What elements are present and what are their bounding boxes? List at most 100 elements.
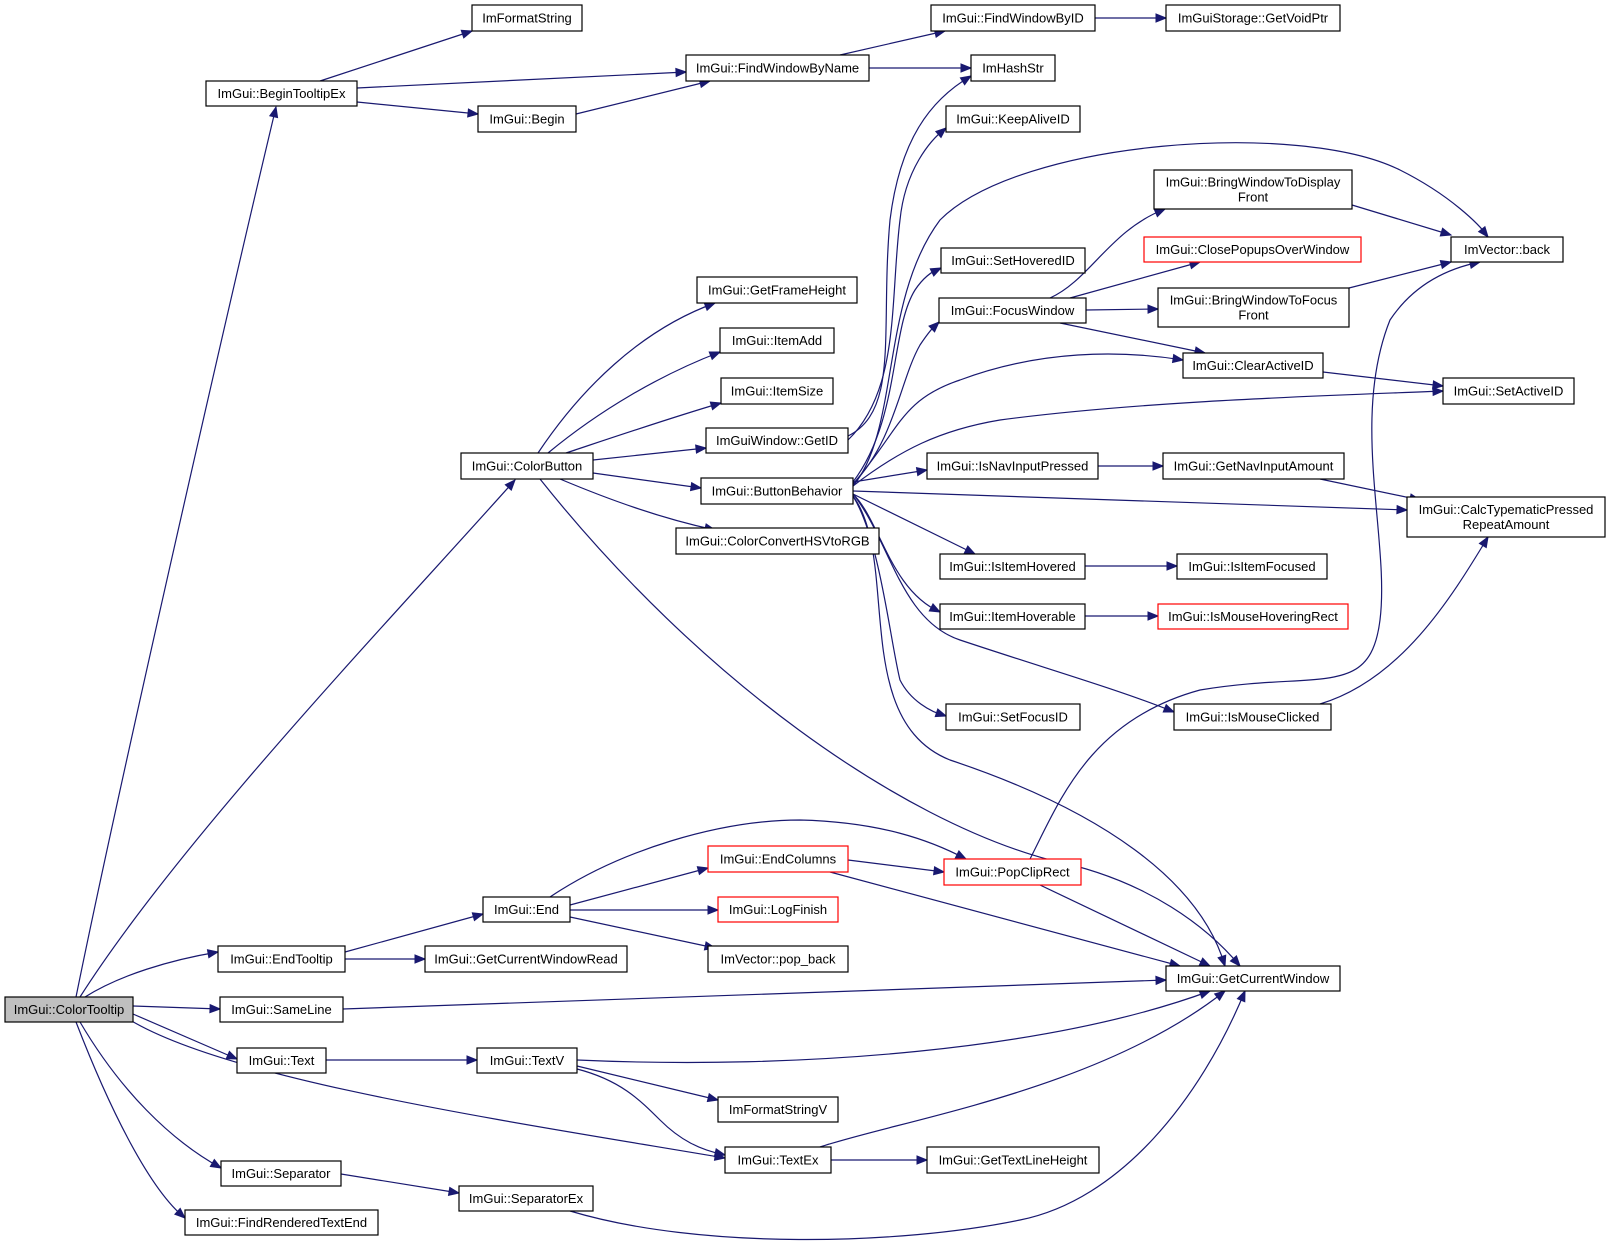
node-EndColumns[interactable]: ImGui::EndColumns [707,845,849,873]
node-box[interactable] [705,427,849,454]
node-Text[interactable]: ImGui::Text [236,1047,327,1074]
node-ColorTooltip[interactable]: ImGui::ColorTooltip [4,996,134,1023]
node-box[interactable] [476,1047,578,1074]
node-box[interactable] [938,297,1087,324]
node-box[interactable] [719,327,835,354]
node-box[interactable] [717,1096,839,1123]
node-box[interactable] [700,477,854,505]
node-box[interactable] [217,945,346,973]
node-ColorButton[interactable]: ImGui::ColorButton [460,452,594,480]
node-SetFocusID[interactable]: ImGui::SetFocusID [945,703,1081,731]
node-ImHashStr[interactable]: ImHashStr [970,54,1056,82]
node-box[interactable] [458,1185,594,1212]
node-box[interactable] [236,1047,327,1074]
node-box[interactable] [926,452,1099,480]
node-ColorConvert[interactable]: ImGui::ColorConvertHSVtoRGB [675,527,880,555]
node-FocusWindow[interactable]: ImGui::FocusWindow [938,297,1087,324]
node-box[interactable] [1157,287,1350,328]
node-GetTextLineHeight[interactable]: ImGui::GetTextLineHeight [926,1146,1100,1174]
node-GetID[interactable]: ImGuiWindow::GetID [705,427,849,454]
node-ImFormatString[interactable]: ImFormatString [471,4,583,32]
node-box[interactable] [424,945,628,973]
node-End[interactable]: ImGui::End [482,896,571,923]
node-box[interactable] [4,996,134,1023]
node-LogFinish[interactable]: ImGui::LogFinish [717,896,839,923]
node-box[interactable] [945,703,1081,731]
node-GetVoidPtr[interactable]: ImGuiStorage::GetVoidPtr [1165,4,1341,32]
node-ItemHoverable[interactable]: ImGui::ItemHoverable [939,603,1086,630]
node-box[interactable] [482,896,571,923]
node-box[interactable] [1162,452,1345,480]
node-ItemSize[interactable]: ImGui::ItemSize [720,377,834,405]
node-IsNavInputPressed[interactable]: ImGui::IsNavInputPressed [926,452,1099,480]
node-FindWindowByID[interactable]: ImGui::FindWindowByID [930,4,1096,32]
node-SetHoveredID[interactable]: ImGui::SetHoveredID [940,247,1086,274]
node-TextV[interactable]: ImGui::TextV [476,1047,578,1074]
node-box[interactable] [205,80,358,107]
node-box[interactable] [717,896,839,923]
node-TextEx[interactable]: ImGui::TextEx [724,1146,832,1174]
node-GetNavInputAmount[interactable]: ImGui::GetNavInputAmount [1162,452,1345,480]
node-FindRenderedTextEnd[interactable]: ImGui::FindRenderedTextEnd [184,1209,379,1236]
node-box[interactable] [1165,965,1341,992]
node-box[interactable] [943,858,1082,886]
node-ImFormatStringV[interactable]: ImFormatStringV [717,1096,839,1123]
node-PopClipRect[interactable]: ImGui::PopClipRect [943,858,1082,886]
node-EndTooltip[interactable]: ImGui::EndTooltip [217,945,346,973]
node-Separator[interactable]: ImGui::Separator [220,1160,342,1187]
node-GetCurrentWindow[interactable]: ImGui::GetCurrentWindow [1165,965,1341,992]
node-box[interactable] [1182,352,1324,379]
node-GetCurrentWindowRead[interactable]: ImGui::GetCurrentWindowRead [424,945,628,973]
node-box[interactable] [930,4,1096,32]
node-box[interactable] [939,553,1086,580]
node-box[interactable] [724,1146,832,1174]
node-box[interactable] [1442,377,1575,405]
node-IsItemHovered[interactable]: ImGui::IsItemHovered [939,553,1086,580]
node-box[interactable] [926,1146,1100,1174]
node-box[interactable] [945,105,1081,133]
node-box[interactable] [471,4,583,32]
node-BeginTooltipEx[interactable]: ImGui::BeginTooltipEx [205,80,358,107]
node-box[interactable] [707,845,849,873]
node-box[interactable] [720,377,834,405]
node-box[interactable] [685,54,870,82]
node-box[interactable] [184,1209,379,1236]
node-box[interactable] [1173,703,1332,731]
node-Begin[interactable]: ImGui::Begin [477,105,577,133]
node-ClearActiveID[interactable]: ImGui::ClearActiveID [1182,352,1324,379]
node-box[interactable] [1157,603,1349,630]
node-ClosePopups[interactable]: ImGui::ClosePopupsOverWindow [1143,236,1362,263]
node-SameLine[interactable]: ImGui::SameLine [219,996,344,1023]
node-IsMouseHoveringRect[interactable]: ImGui::IsMouseHoveringRect [1157,603,1349,630]
node-IsMouseClicked[interactable]: ImGui::IsMouseClicked [1173,703,1332,731]
node-box[interactable] [970,54,1056,82]
node-box[interactable] [939,603,1086,630]
node-box[interactable] [675,527,880,555]
node-box[interactable] [1143,236,1362,263]
node-box[interactable] [707,945,849,973]
node-FindWindowByName[interactable]: ImGui::FindWindowByName [685,54,870,82]
node-box[interactable] [460,452,594,480]
node-ImVectorBack[interactable]: ImVector::back [1450,236,1564,263]
node-box[interactable] [1153,169,1353,210]
node-box[interactable] [1165,4,1341,32]
node-PopBack[interactable]: ImVector::pop_back [707,945,849,973]
node-box[interactable] [477,105,577,133]
node-IsItemFocused[interactable]: ImGui::IsItemFocused [1176,553,1328,580]
node-box[interactable] [1176,553,1328,580]
node-box[interactable] [1450,236,1564,263]
node-SetActiveID[interactable]: ImGui::SetActiveID [1442,377,1575,405]
node-ItemAdd[interactable]: ImGui::ItemAdd [719,327,835,354]
node-GetFrameHeight[interactable]: ImGui::GetFrameHeight [696,276,858,304]
node-SeparatorEx[interactable]: ImGui::SeparatorEx [458,1185,594,1212]
node-box[interactable] [696,276,858,304]
node-box[interactable] [220,1160,342,1187]
node-ButtonBehavior[interactable]: ImGui::ButtonBehavior [700,477,854,505]
node-box[interactable] [1406,496,1606,538]
node-KeepAliveID[interactable]: ImGui::KeepAliveID [945,105,1081,133]
node-box[interactable] [219,996,344,1023]
node-box[interactable] [940,247,1086,274]
